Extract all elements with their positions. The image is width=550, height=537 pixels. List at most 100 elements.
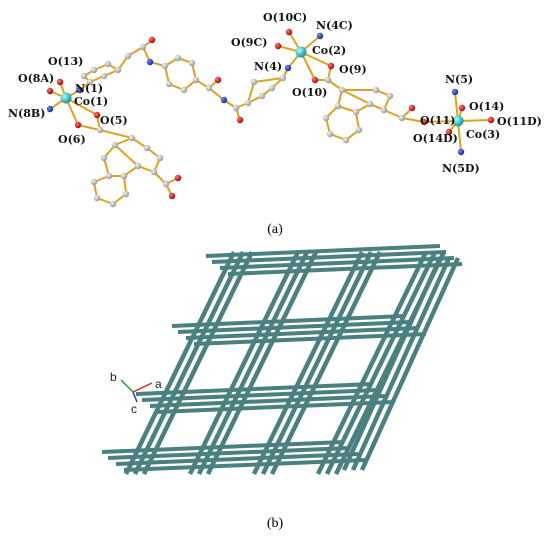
framework-rod [269,251,383,475]
label-o14d: O(14D) [413,132,458,145]
carbon-atom [279,74,287,82]
bond [99,129,133,139]
framework-rod [333,251,447,475]
label-co2: Co(2) [312,44,346,57]
bond [423,120,459,123]
carbon-atom [342,136,350,144]
carbon-atom [100,154,108,162]
carbon-atom [156,154,164,162]
framework-rod [107,446,351,460]
framework-rod [196,251,310,475]
carbon-atom [268,84,276,92]
label-o9c: O(9C) [231,36,267,49]
nitrogen-atom [451,88,459,96]
carbon-atom [334,102,342,110]
framework-rod [115,452,359,466]
framework-rod [211,250,447,264]
bond [401,117,425,123]
label-o14: O(14) [469,100,504,113]
framework-rod [177,320,411,334]
label-o9: O(9) [339,63,367,76]
framework-rod [171,314,405,328]
carbon-atom [120,172,128,180]
oxygen-atom [285,28,293,36]
carbon-atom [96,126,104,134]
carbon-atom [90,66,98,74]
label-n5d: N(5D) [442,162,480,175]
bond [341,89,371,105]
framework-rod [324,251,438,475]
carbon-atom [324,76,332,84]
carbon-atom [355,126,363,134]
bond [208,87,225,101]
carbon-atom [122,190,130,198]
carbon-atom [150,168,158,176]
carbon-atom [205,84,213,92]
axis-c-label: c [131,402,137,416]
framework-rod [341,257,443,471]
label-o8a: O(8A) [18,72,54,85]
axis-a-line [132,382,153,393]
carbon-atom [143,144,151,152]
carbon-atom [114,66,122,74]
oxygen-atom [236,116,244,124]
carbon-atom [244,99,252,107]
label-n5: N(5) [445,73,473,86]
oxygen-atom [214,76,222,84]
framework-rod [251,251,365,475]
carbon-atom [161,62,169,70]
carbon-atom [165,80,173,88]
framework-rod [141,251,255,475]
carbon-atom [258,92,266,100]
panel-a-caption: (a) [267,222,283,237]
oxygen-atom [74,121,82,129]
axis-indicator: a b c [110,370,162,416]
framework-rod [193,332,427,346]
carbon-atom [134,162,142,170]
framework-rod [157,400,395,414]
carbon-atom [90,178,98,186]
framework-rod [135,382,373,396]
carbon-atom [398,114,406,122]
axis-a-label: a [155,377,162,391]
bond [65,97,98,116]
framework-rod [123,251,237,475]
nitrogen-atom [284,64,292,72]
nitrogen-atom [220,96,228,104]
carbon-atom [180,86,188,94]
nitrogen-atom [76,86,84,94]
carbon-atom [93,194,101,202]
carbon-atom [352,108,360,116]
carbon-atom [372,86,380,94]
carbon-atom [100,72,108,80]
carbon-atom [105,172,113,180]
framework-rod [260,251,374,475]
carbon-atom [162,180,170,188]
bond [114,144,139,167]
framework-rod [315,251,429,475]
framework-rod [205,244,441,258]
label-o11: O(11) [420,114,455,127]
cobalt-atom [60,92,72,104]
label-n8b: N(8B) [8,107,45,120]
carbon-atom [174,54,182,62]
carbon-atom [104,60,112,68]
cobalt-atom [295,46,307,58]
carbon-atom [386,92,394,100]
framework-rod [350,257,452,471]
carbon-atom [232,104,240,112]
oxygen-atom [311,76,319,84]
framework-rod [101,440,345,454]
label-o11d: O(11D) [497,115,542,128]
carbon-atom [188,59,196,67]
framework-rod [219,256,455,270]
carbon-atom [322,114,330,122]
bond [383,109,403,119]
bond [457,119,492,122]
label-o10c: O(10C) [263,11,307,24]
carbon-atom [380,106,388,114]
nitrogen-atom [146,58,154,66]
carbon-atom [192,76,200,84]
atom-layer [46,28,495,208]
